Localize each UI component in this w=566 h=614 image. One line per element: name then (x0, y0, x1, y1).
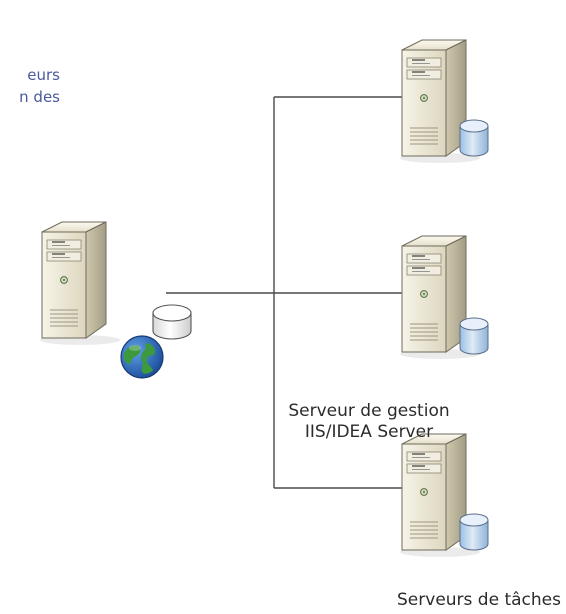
server-tower-icon (39, 221, 121, 346)
globe-icon (120, 335, 164, 379)
management-server-caption-line-1: Serveur de gestion (288, 401, 450, 421)
task-server-2 (399, 235, 489, 360)
database-icon (152, 304, 192, 340)
note-line-2: n des (19, 88, 60, 106)
cropped-note-text: eurs n des (0, 64, 60, 108)
task-server-3 (399, 433, 489, 558)
database-icon (459, 119, 489, 157)
connector-lines (166, 96, 404, 489)
note-line-1: eurs (27, 66, 60, 84)
management-server-caption: Serveur de gestion IIS/IDEA Server (288, 401, 449, 443)
management-server-caption-line-2: IIS/IDEA Server (304, 422, 434, 442)
task-servers-caption: Serveurs de tâches (397, 590, 561, 610)
management-server (39, 221, 192, 379)
task-server-1 (399, 39, 489, 164)
database-icon (459, 317, 489, 355)
database-icon (459, 513, 489, 551)
